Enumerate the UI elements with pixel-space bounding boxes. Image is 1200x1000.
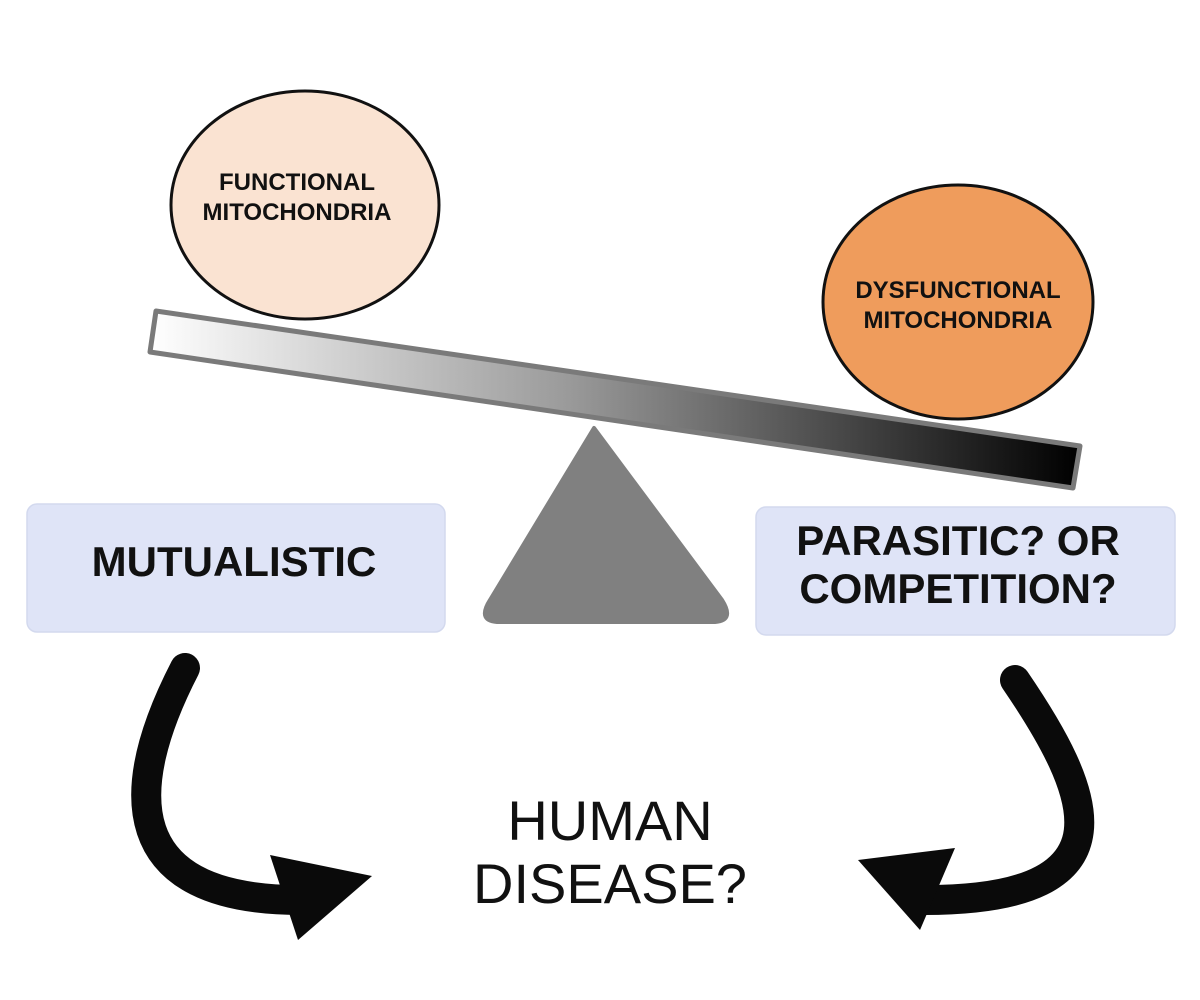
mutualistic-label: MUTUALISTIC — [92, 538, 377, 585]
parasitic-box-bg — [755, 506, 1176, 636]
right-arrow-shaft — [910, 665, 1095, 915]
parasitic-label-line-1: PARASITIC? OR — [796, 517, 1120, 564]
parasitic-competition-box: PARASITIC? OR COMPETITION? — [755, 506, 1176, 636]
parasitic-label-line-2: COMPETITION? — [799, 565, 1116, 612]
functional-mitochondria-ellipse — [169, 89, 441, 321]
human-disease-label: HUMAN DISEASE? — [473, 789, 747, 915]
dysfunctional-mitochondria-ellipse — [821, 183, 1095, 421]
balance-beam — [147, 308, 1083, 491]
curved-arrow-right-icon — [131, 653, 372, 940]
functional-mitochondria-circle: FUNCTIONAL MITOCHONDRIA — [169, 89, 441, 321]
functional-label-line-2: MITOCHONDRIA — [203, 199, 392, 226]
human-disease-line-2: DISEASE? — [473, 852, 747, 915]
mutualistic-box-bg — [26, 503, 446, 633]
fulcrum-triangle — [482, 426, 730, 624]
mutualistic-box: MUTUALISTIC — [26, 503, 446, 633]
functional-label-line-1: FUNCTIONAL — [219, 169, 375, 196]
dysfunctional-label-line-2: MITOCHONDRIA — [864, 307, 1053, 334]
curved-arrow-left-icon — [858, 665, 1095, 930]
left-arrow-shaft — [131, 653, 315, 915]
dysfunctional-label-line-1: DYSFUNCTIONAL — [855, 277, 1060, 304]
human-disease-line-1: HUMAN — [507, 789, 712, 852]
right-arrowhead — [858, 848, 955, 930]
dysfunctional-mitochondria-circle: DYSFUNCTIONAL MITOCHONDRIA — [821, 183, 1095, 421]
left-arrowhead — [270, 855, 372, 940]
